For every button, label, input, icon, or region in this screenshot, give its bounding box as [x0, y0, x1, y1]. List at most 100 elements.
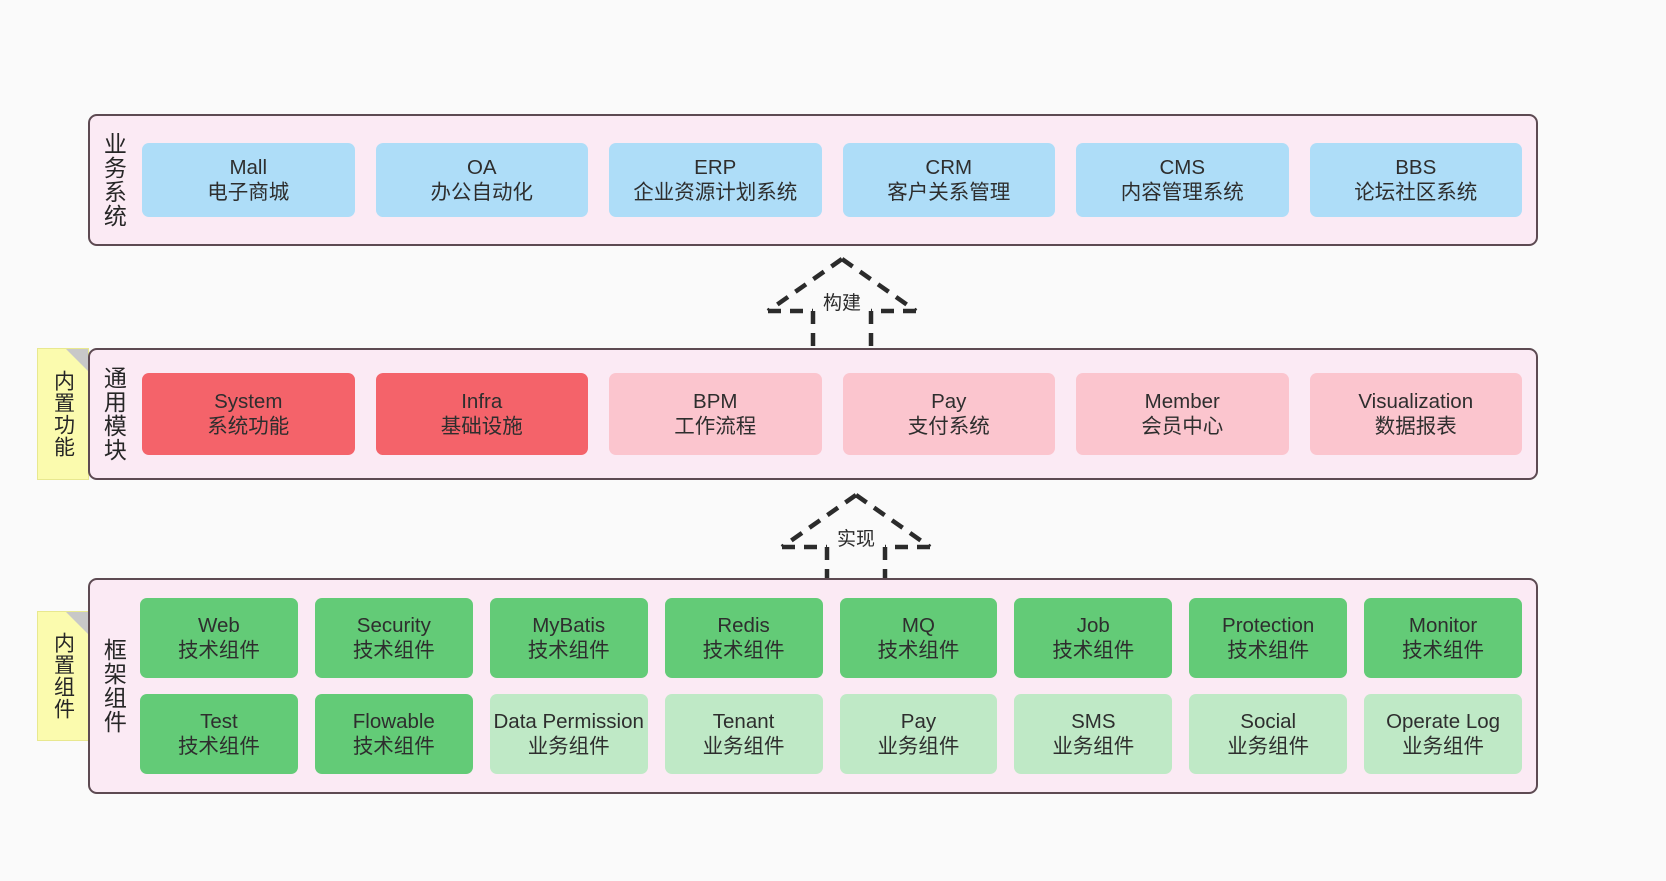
- sticky-note-builtin-components: 内置组件: [37, 611, 89, 741]
- module-card-monitor[interactable]: Monitor 技术组件: [1364, 598, 1522, 678]
- card-title: Job: [1076, 614, 1110, 637]
- layer-body-business: Mall 电子商城 OA 办公自动化 ERP 企业资源计划系统 CRM 客户关系…: [136, 116, 1536, 244]
- module-card-erp[interactable]: ERP 企业资源计划系统: [609, 143, 822, 217]
- card-subtitle: 业务组件: [702, 735, 785, 758]
- card-subtitle: 技术组件: [177, 639, 260, 662]
- module-card-mq[interactable]: MQ 技术组件: [839, 598, 998, 678]
- module-card-redis[interactable]: Redis 技术组件: [664, 598, 823, 678]
- card-subtitle: 会员中心: [1141, 415, 1224, 438]
- module-card-job[interactable]: Job 技术组件: [1014, 598, 1173, 678]
- note-fold-corner-icon: [66, 612, 88, 634]
- card-title: BPM: [693, 390, 738, 413]
- card-title: OA: [466, 156, 497, 179]
- card-subtitle: 技术组件: [177, 735, 260, 758]
- card-row: Mall 电子商城 OA 办公自动化 ERP 企业资源计划系统 CRM 客户关系…: [142, 143, 1522, 217]
- card-title: MyBatis: [532, 614, 606, 637]
- relation-arrow-build: 构建: [757, 255, 927, 347]
- card-title: Data Permission: [493, 710, 644, 733]
- card-title: SMS: [1071, 710, 1116, 733]
- card-title: Pay: [931, 390, 967, 413]
- card-subtitle: 客户关系管理: [887, 181, 1011, 204]
- module-card-bpm[interactable]: BPM 工作流程: [609, 373, 822, 455]
- card-title: Test: [200, 710, 238, 733]
- module-card-tenant[interactable]: Tenant 业务组件: [664, 694, 823, 774]
- card-subtitle: 技术组件: [702, 639, 785, 662]
- note-fold-corner-icon: [66, 349, 88, 371]
- card-title: MQ: [901, 614, 935, 637]
- card-subtitle: 支付系统: [907, 415, 990, 438]
- card-subtitle: 数据报表: [1374, 415, 1457, 438]
- card-title: CMS: [1159, 156, 1206, 179]
- module-card-web[interactable]: Web 技术组件: [140, 598, 298, 678]
- module-card-mybatis[interactable]: MyBatis 技术组件: [489, 598, 648, 678]
- card-title: ERP: [694, 156, 737, 179]
- card-subtitle: 技术组件: [352, 639, 435, 662]
- card-row: System 系统功能 Infra 基础设施 BPM 工作流程 Pay 支付系统…: [142, 373, 1522, 455]
- card-subtitle: 办公自动化: [430, 181, 534, 204]
- module-card-member[interactable]: Member 会员中心: [1076, 373, 1289, 455]
- module-card-pay-business[interactable]: Pay 业务组件: [839, 694, 998, 774]
- card-subtitle: 业务组件: [1402, 735, 1485, 758]
- module-card-bbs[interactable]: BBS 论坛社区系统: [1309, 143, 1522, 217]
- module-card-mall[interactable]: Mall 电子商城: [142, 143, 355, 217]
- card-row: Test 技术组件 Flowable 技术组件 Data Permission …: [140, 694, 1522, 774]
- card-title: Operate Log: [1386, 710, 1501, 733]
- layer-body-framework: Web 技术组件 Security 技术组件 MyBatis 技术组件 Redi…: [136, 580, 1536, 792]
- card-subtitle: 技术组件: [1402, 639, 1485, 662]
- module-card-security[interactable]: Security 技术组件: [314, 598, 473, 678]
- dashed-hollow-arrow-icon: [766, 257, 918, 347]
- card-title: Tenant: [712, 710, 775, 733]
- card-subtitle: 业务组件: [877, 735, 960, 758]
- layer-business-system: 业务系统 Mall 电子商城 OA 办公自动化 ERP 企业资源计划系统 CRM…: [88, 114, 1538, 246]
- module-card-protection[interactable]: Protection 技术组件: [1189, 598, 1348, 678]
- card-title: System: [214, 390, 283, 413]
- layer-title-framework: 框架组件: [100, 638, 127, 734]
- card-subtitle: 业务组件: [1052, 735, 1135, 758]
- card-title: Redis: [717, 614, 770, 637]
- card-subtitle: 技术组件: [1052, 639, 1135, 662]
- note-text: 内置组件: [51, 632, 75, 720]
- module-card-flowable[interactable]: Flowable 技术组件: [314, 694, 473, 774]
- card-subtitle: 技术组件: [1227, 639, 1310, 662]
- card-title: Pay: [900, 710, 937, 733]
- module-card-operate-log[interactable]: Operate Log 业务组件: [1364, 694, 1522, 774]
- layer-common-module: 通用模块 System 系统功能 Infra 基础设施 BPM 工作流程 Pay…: [88, 348, 1538, 480]
- module-card-oa[interactable]: OA 办公自动化: [375, 143, 588, 217]
- card-subtitle: 工作流程: [674, 415, 757, 438]
- layer-framework-component: 框架组件 Web 技术组件 Security 技术组件 MyBatis 技术组件…: [88, 578, 1538, 794]
- card-subtitle: 基础设施: [440, 415, 523, 438]
- module-card-sms[interactable]: SMS 业务组件: [1014, 694, 1173, 774]
- card-subtitle: 企业资源计划系统: [633, 181, 798, 204]
- card-subtitle: 技术组件: [352, 735, 435, 758]
- module-card-test[interactable]: Test 技术组件: [140, 694, 298, 774]
- card-title: Flowable: [352, 710, 435, 733]
- module-card-system[interactable]: System 系统功能: [142, 373, 355, 455]
- module-card-social[interactable]: Social 业务组件: [1189, 694, 1348, 774]
- card-subtitle: 系统功能: [207, 415, 290, 438]
- card-title: Web: [198, 614, 240, 637]
- card-title: Protection: [1222, 614, 1315, 637]
- layer-title-business: 业务系统: [100, 132, 127, 228]
- module-card-pay[interactable]: Pay 支付系统: [842, 373, 1055, 455]
- module-card-cms[interactable]: CMS 内容管理系统: [1076, 143, 1289, 217]
- card-subtitle: 业务组件: [1227, 735, 1310, 758]
- card-subtitle: 技术组件: [527, 639, 610, 662]
- card-title: Member: [1144, 390, 1220, 413]
- module-card-crm[interactable]: CRM 客户关系管理: [842, 143, 1055, 217]
- note-text: 内置功能: [51, 370, 75, 458]
- card-title: BBS: [1395, 156, 1437, 179]
- card-subtitle: 电子商城: [207, 181, 290, 204]
- module-card-infra[interactable]: Infra 基础设施: [375, 373, 588, 455]
- card-row: Web 技术组件 Security 技术组件 MyBatis 技术组件 Redi…: [140, 598, 1522, 678]
- sticky-note-builtin-features: 内置功能: [37, 348, 89, 480]
- card-subtitle: 技术组件: [877, 639, 960, 662]
- card-subtitle: 内容管理系统: [1120, 181, 1244, 204]
- card-subtitle: 论坛社区系统: [1354, 181, 1478, 204]
- card-title: CRM: [925, 156, 973, 179]
- relation-arrow-implement: 实现: [771, 491, 941, 583]
- layer-body-common: System 系统功能 Infra 基础设施 BPM 工作流程 Pay 支付系统…: [136, 350, 1536, 478]
- module-card-visualization[interactable]: Visualization 数据报表: [1309, 373, 1522, 455]
- module-card-data-permission[interactable]: Data Permission 业务组件: [489, 694, 648, 774]
- card-title: Monitor: [1408, 614, 1478, 637]
- layer-title-common: 通用模块: [100, 366, 127, 462]
